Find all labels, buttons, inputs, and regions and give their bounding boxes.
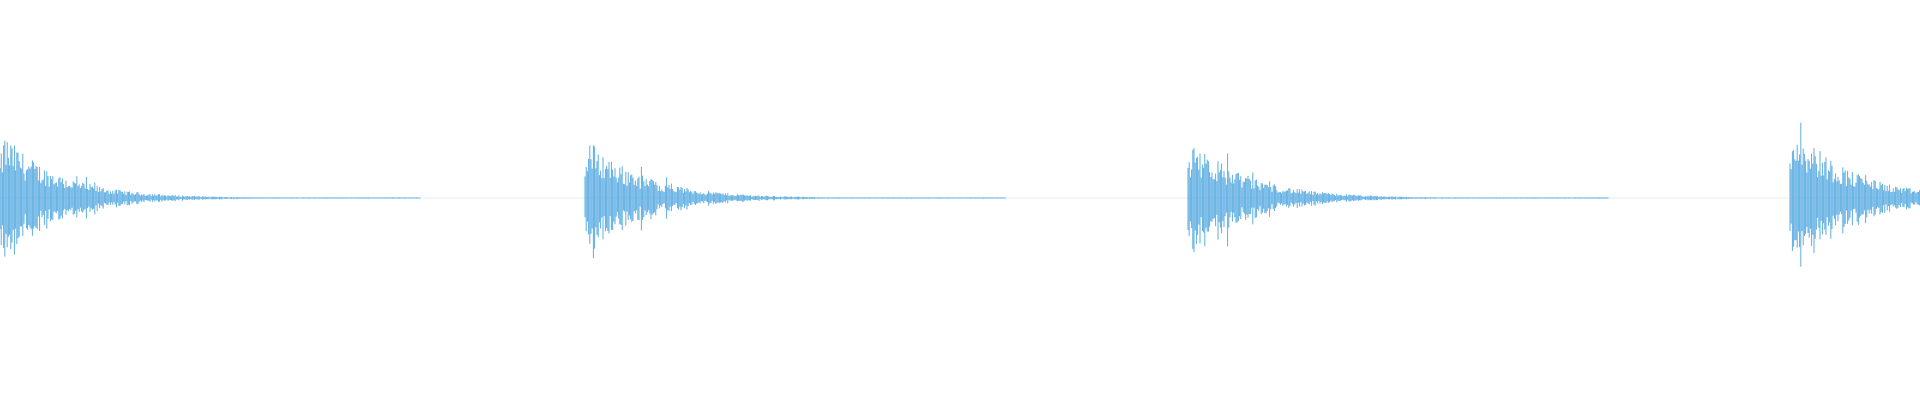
waveform-bars <box>0 122 1920 267</box>
